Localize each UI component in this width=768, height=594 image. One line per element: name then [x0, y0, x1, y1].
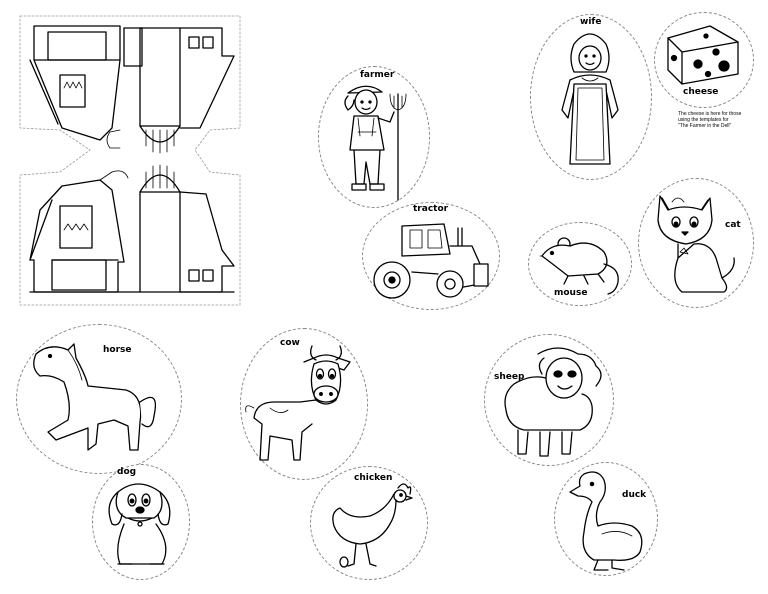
wife-icon — [561, 33, 619, 165]
cow-card[interactable] — [240, 328, 368, 480]
chicken-label: chicken — [354, 473, 393, 483]
tractor-label: tractor — [413, 204, 449, 214]
cow-label: cow — [280, 338, 300, 348]
cheese-icon — [667, 25, 739, 85]
chicken-icon — [332, 483, 413, 568]
sheep-label: sheep — [494, 372, 525, 382]
cheese-note-line-1: The cheese is here for those — [678, 111, 742, 117]
barn-top-icon — [29, 25, 235, 154]
mouse-label: mouse — [554, 288, 588, 298]
sheep-icon — [504, 347, 602, 457]
tractor-icon — [373, 223, 489, 299]
cat-icon — [657, 195, 735, 293]
dog-icon — [108, 483, 171, 565]
horse-icon — [33, 343, 157, 451]
duck-label: duck — [622, 490, 647, 500]
dog-label: dog — [117, 467, 137, 477]
horse-label: horse — [103, 345, 132, 355]
cheese-label: cheese — [683, 87, 719, 97]
mouse-icon — [539, 237, 619, 295]
duck-icon — [569, 471, 643, 571]
farmer-label: farmer — [360, 70, 395, 80]
cheese-note: The cheese is here for those using the t… — [678, 111, 741, 129]
cat-label: cat — [725, 220, 741, 230]
farmer-icon — [344, 85, 407, 201]
cheese-note-line-3: "The Farmer in the Dell" — [678, 123, 732, 129]
wife-label: wife — [580, 17, 602, 27]
barn-bottom-icon — [29, 164, 235, 293]
cheese-note-line-2: using the templates for — [678, 117, 729, 123]
cow-icon — [245, 345, 351, 461]
